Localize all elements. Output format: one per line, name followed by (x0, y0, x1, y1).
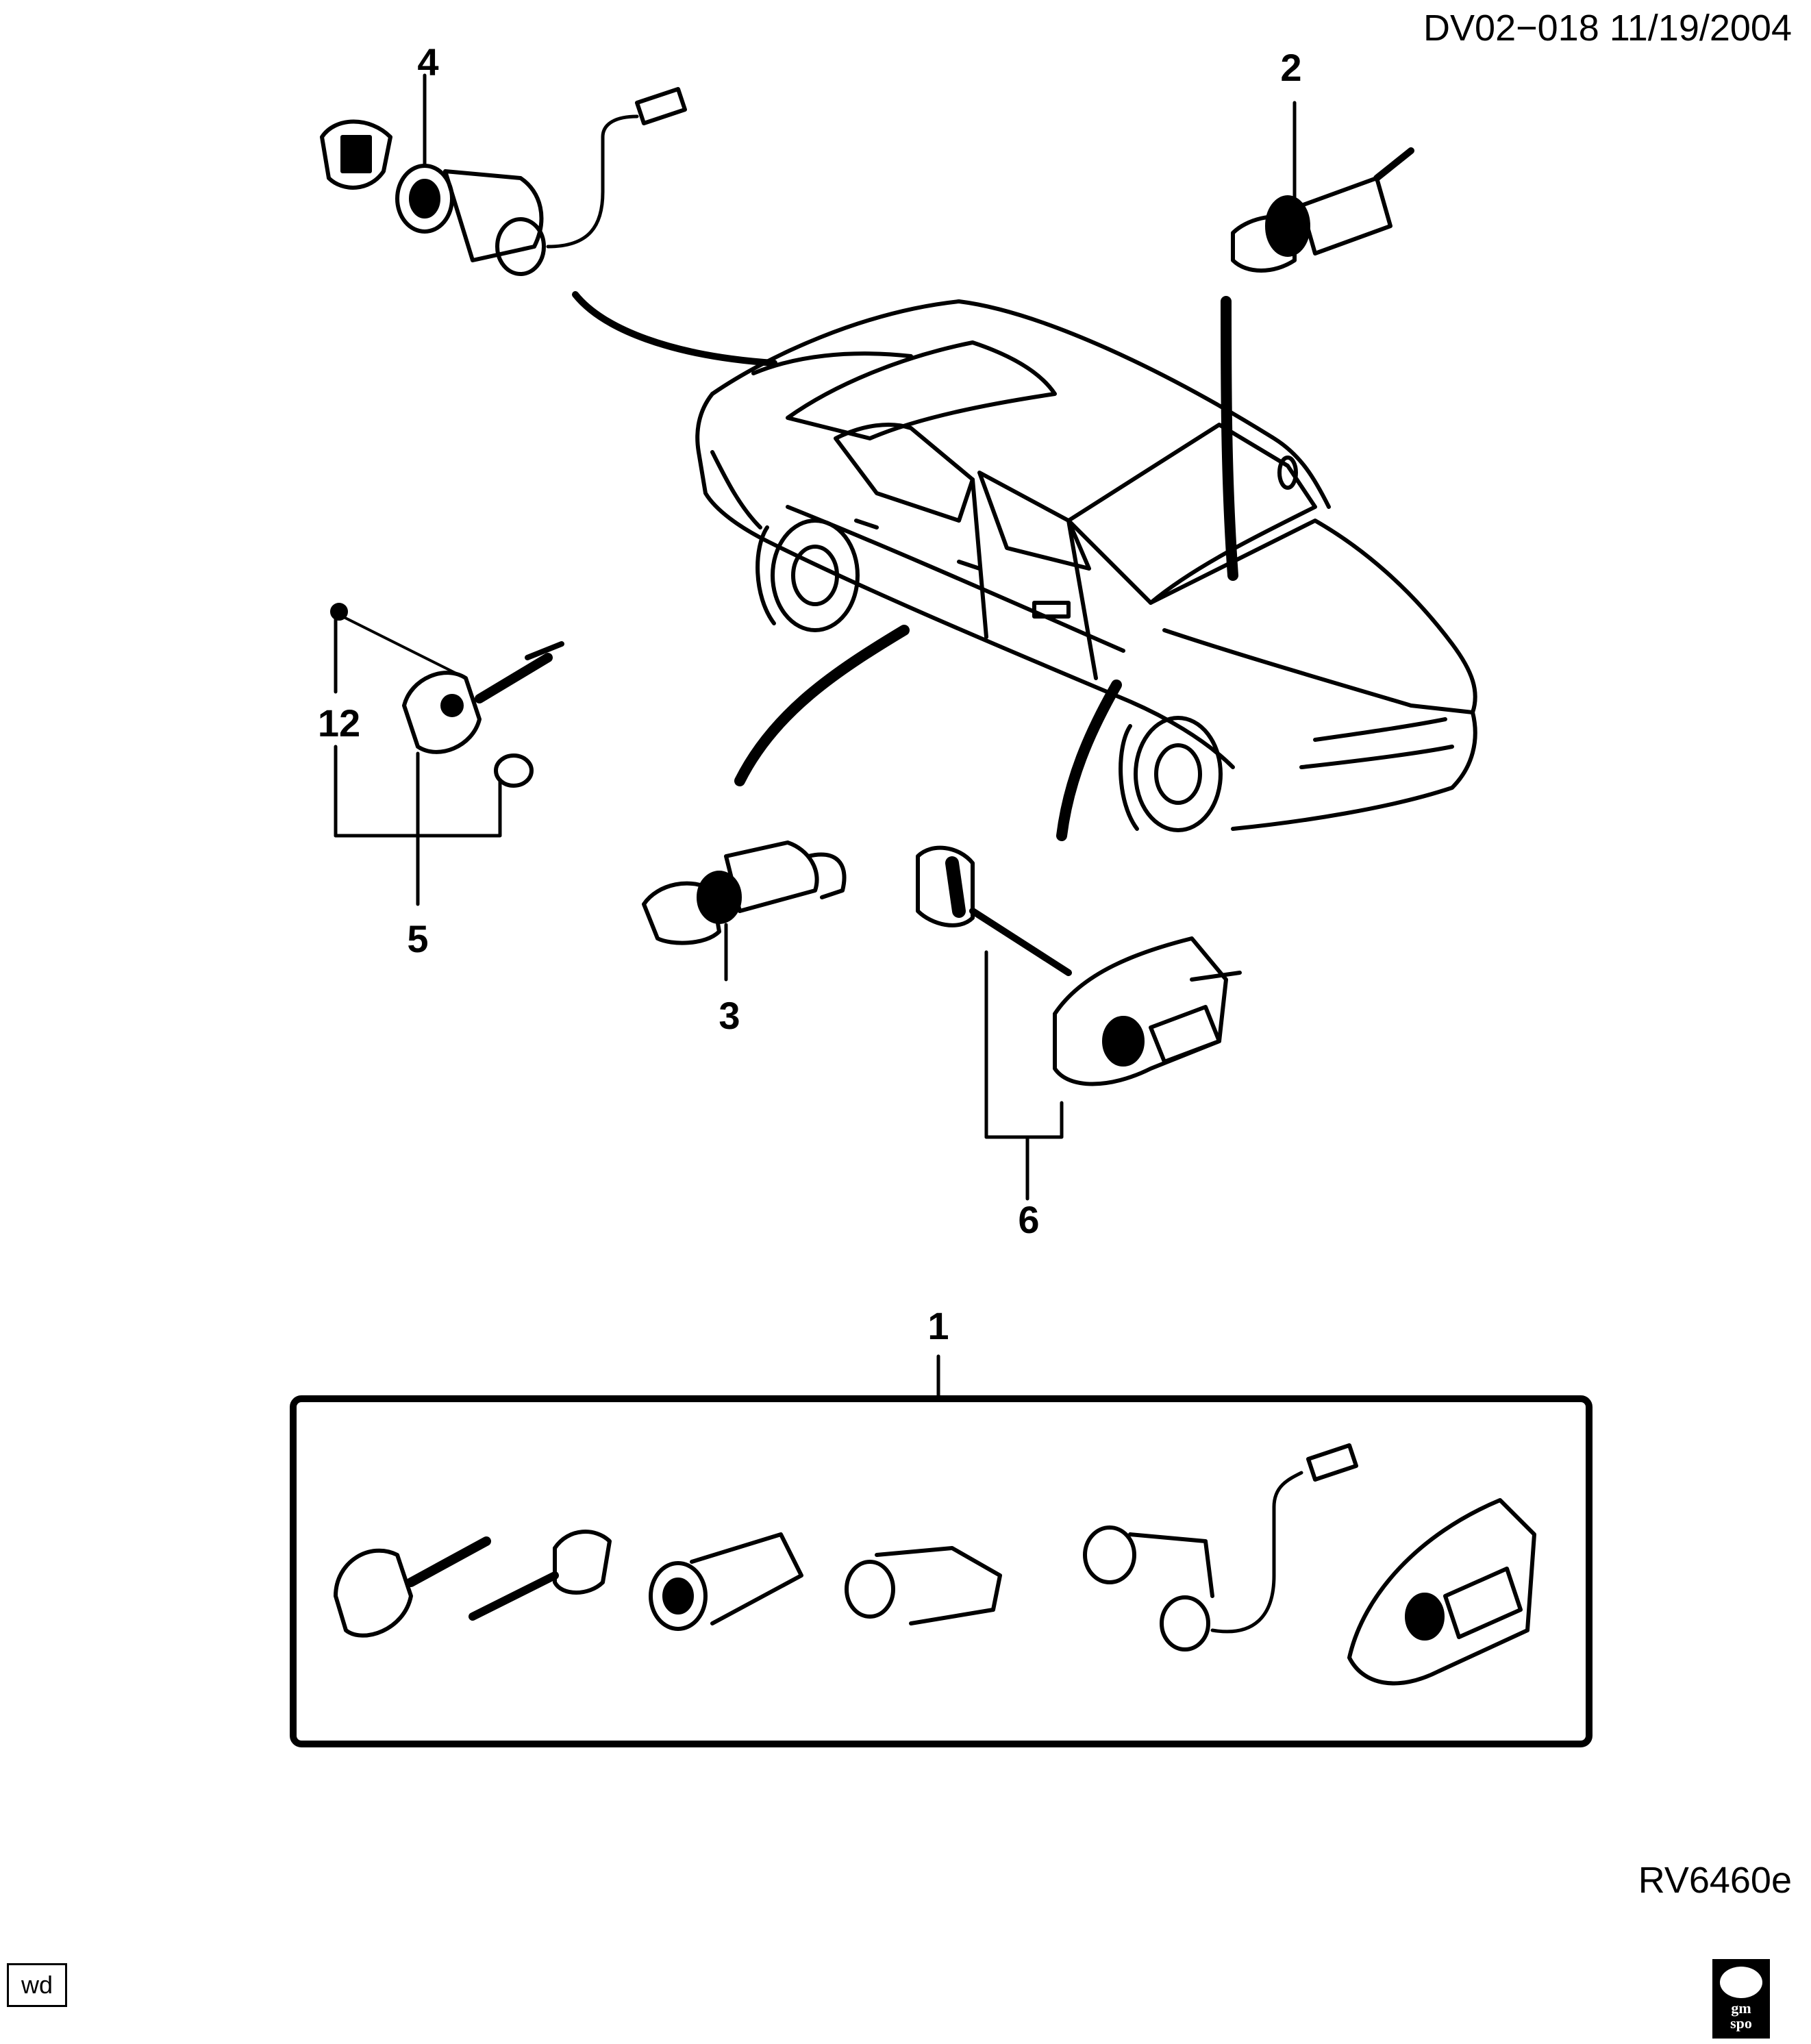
door-lock-cylinder-part-2 (1231, 101, 1414, 273)
logo-text-bottom: spo (1730, 2015, 1752, 2032)
ignition-switch-part-6 (916, 845, 1242, 1201)
lock-set-kit-box-part-1 (290, 1354, 1593, 1747)
callout-6: 6 (1018, 1198, 1039, 1241)
connector-cables (572, 291, 1238, 841)
logo-oval-icon (1720, 1967, 1762, 1998)
callout-3: 3 (719, 994, 740, 1037)
callout-4: 4 (417, 40, 438, 84)
callout-2: 2 (1280, 46, 1301, 89)
sedan-vehicle (695, 299, 1477, 832)
callout-labels: 1 2 3 4 5 6 12 (318, 40, 1302, 1347)
gm-spo-logo: gm spo (1712, 1959, 1770, 2039)
document-id-date: DV02−018 11/19/2004 (1423, 8, 1792, 49)
key-blank-part-5 (330, 603, 564, 906)
callout-5: 5 (407, 917, 428, 960)
callout-12: 12 (318, 701, 360, 745)
logo-text-top: gm (1731, 1999, 1751, 2017)
trunk-lock-cylinder-part-4 (320, 73, 687, 276)
wd-badge: wd (7, 1963, 67, 2007)
callout-1: 1 (927, 1304, 949, 1347)
lock-cylinder-part-3 (642, 840, 847, 982)
illustration-code: RV6460e (1638, 1860, 1792, 1901)
